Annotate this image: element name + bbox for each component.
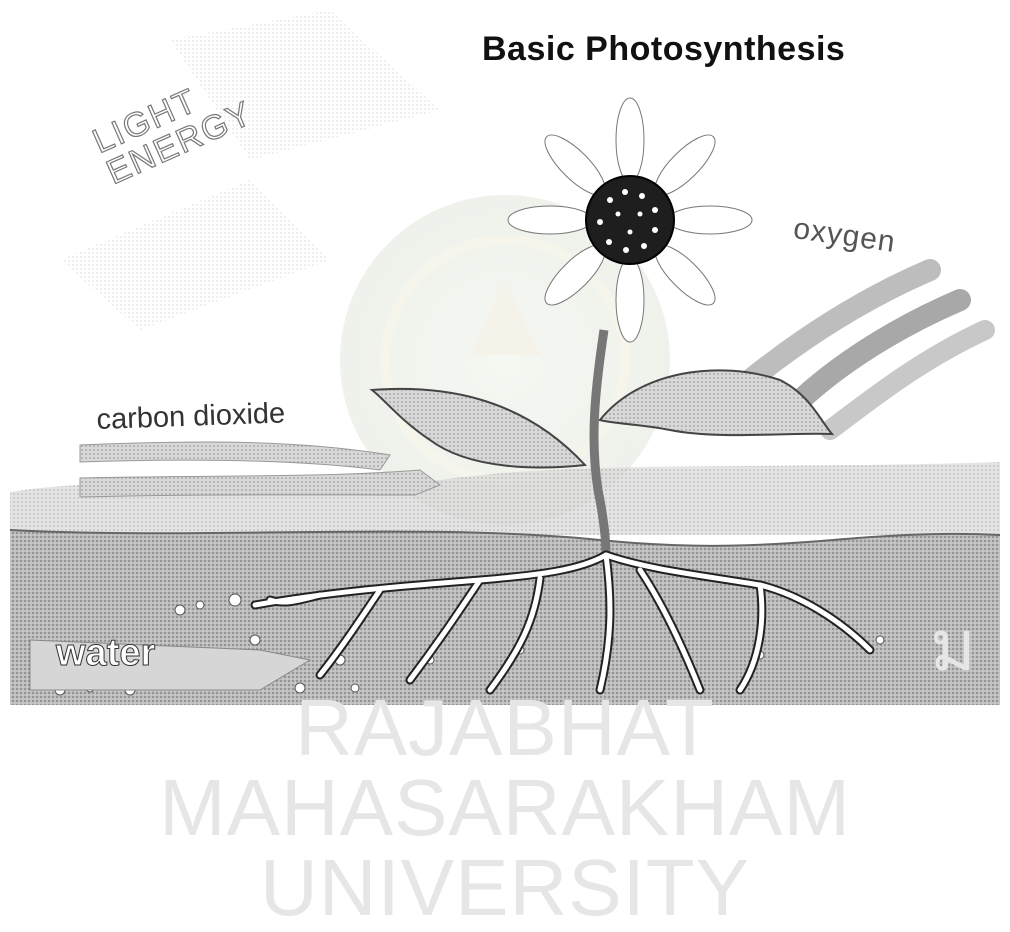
water-label: water	[56, 632, 155, 675]
horizon-band	[10, 462, 1000, 535]
diagram-title: Basic Photosynthesis	[482, 30, 845, 69]
watermark-thai-fragment: ม	[930, 590, 976, 701]
university-watermark: RAJABHAT MAHASARAKHAM UNIVERSITY	[0, 688, 1010, 928]
diagram-canvas: Basic Photosynthesis LIGHT ENERGY oxygen…	[0, 0, 1010, 760]
carbon-dioxide-label: carbon dioxide	[96, 397, 286, 437]
